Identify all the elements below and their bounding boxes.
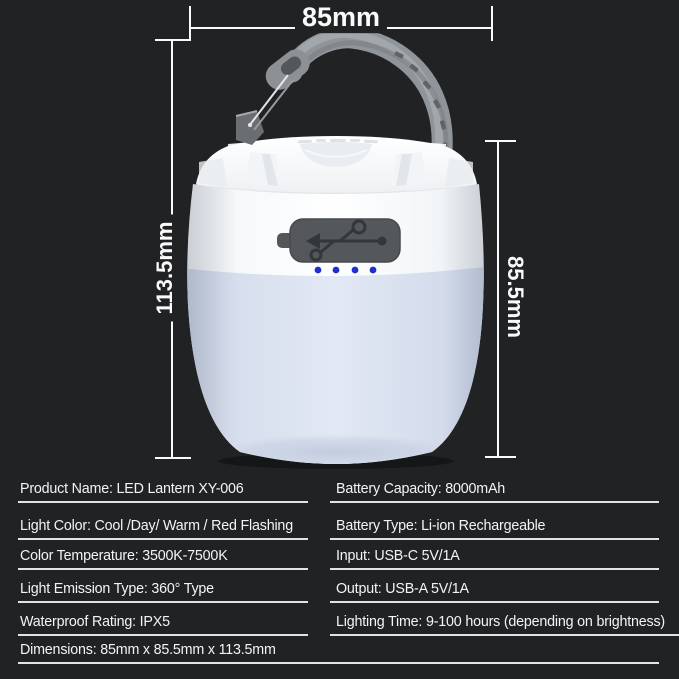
led-indicator-dots — [314, 266, 377, 274]
dim-line-right — [497, 141, 499, 458]
dim-tick-left-bottom — [155, 457, 191, 459]
handle-anchor — [235, 110, 264, 145]
spec-battery-capacity: Battery Capacity: 8000mAh — [330, 473, 659, 503]
dim-tick-top-left — [189, 6, 191, 41]
dim-label-body-height: 85.5mm — [502, 249, 528, 345]
spec-battery-type: Battery Type: Li-ion Rechargeable — [330, 510, 659, 540]
dim-tick-left-top — [155, 39, 191, 41]
dim-tick-right-bottom — [485, 456, 516, 458]
usb-icon — [306, 219, 387, 262]
dim-label-total-height: 113.5mm — [152, 214, 178, 322]
handle-hook-end — [265, 49, 310, 90]
spec-lighting-time: Lighting Time: 9-100 hours (depending on… — [330, 606, 679, 636]
led-dot — [332, 266, 340, 274]
led-dot — [351, 266, 359, 274]
spec-waterproof-rating: Waterproof Rating: IPX5 — [18, 606, 308, 636]
dim-tick-right-top — [485, 140, 516, 142]
spec-color-temperature: Color Temperature: 3500K-7500K — [18, 540, 308, 570]
dim-tick-top-right — [491, 6, 493, 41]
spec-output: Output: USB-A 5V/1A — [330, 573, 659, 603]
dim-label-width: 85mm — [294, 2, 388, 33]
led-dot — [314, 266, 322, 274]
spec-emission-type: Light Emission Type: 360° Type — [18, 573, 308, 603]
spec-input: Input: USB-C 5V/1A — [330, 540, 659, 570]
spec-dimensions: Dimensions: 85mm x 85.5mm x 113.5mm — [18, 634, 659, 664]
embossed-marking — [298, 139, 378, 144]
handle-wire — [248, 74, 294, 131]
led-dot — [369, 266, 377, 274]
lantern-top-cap — [196, 136, 477, 196]
spec-light-color: Light Color: Cool /Day/ Warm / Red Flash… — [18, 510, 308, 540]
spec-product-name: Product Name: LED Lantern XY-006 — [18, 473, 308, 503]
usb-port-cover — [277, 218, 401, 263]
